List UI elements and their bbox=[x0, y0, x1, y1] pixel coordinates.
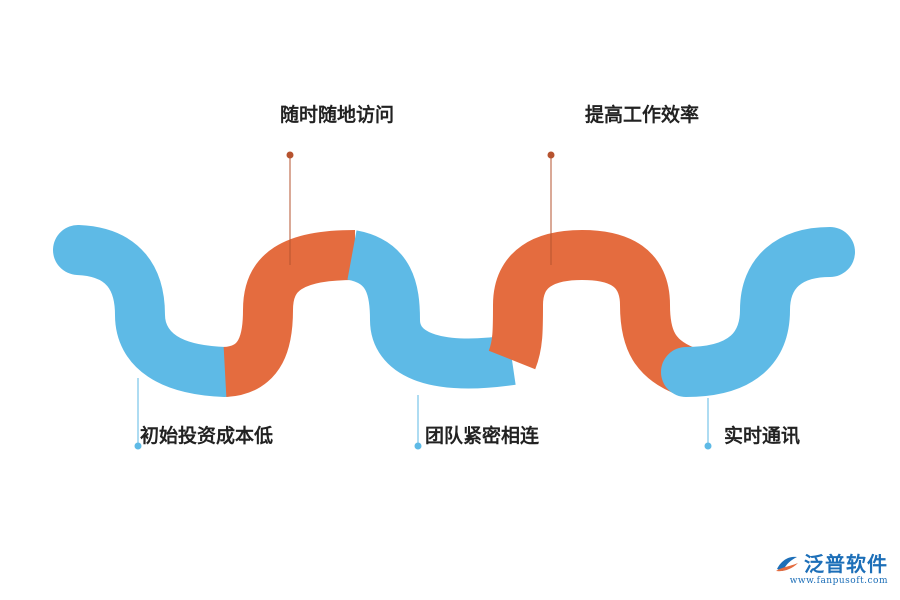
connector-dot-3 bbox=[414, 442, 422, 450]
connector-dot-2 bbox=[286, 151, 294, 159]
label-improve-efficiency: 提高工作效率 bbox=[585, 104, 700, 126]
label-team-connected: 团队紧密相连 bbox=[425, 425, 540, 447]
logo-name: 泛普软件 bbox=[804, 552, 888, 576]
wave-segment-3 bbox=[345, 230, 516, 389]
connector-dot-4 bbox=[547, 151, 555, 159]
connector-dot-1 bbox=[134, 442, 142, 450]
wave-segment-5 bbox=[661, 227, 855, 397]
wave-segment-2 bbox=[221, 230, 356, 397]
company-logo: 泛普软件 www.fanpusoft.com bbox=[774, 548, 888, 586]
label-anytime-anywhere-access: 随时随地访问 bbox=[280, 104, 395, 126]
connector-dot-5 bbox=[704, 442, 712, 450]
label-low-initial-cost: 初始投资成本低 bbox=[140, 425, 274, 447]
label-realtime-communication: 实时通讯 bbox=[724, 425, 801, 447]
logo-swoosh-icon bbox=[776, 556, 798, 571]
logo-url: www.fanpusoft.com bbox=[789, 576, 888, 586]
wave-segment-1 bbox=[53, 225, 250, 397]
wave-segment-4 bbox=[488, 229, 698, 396]
